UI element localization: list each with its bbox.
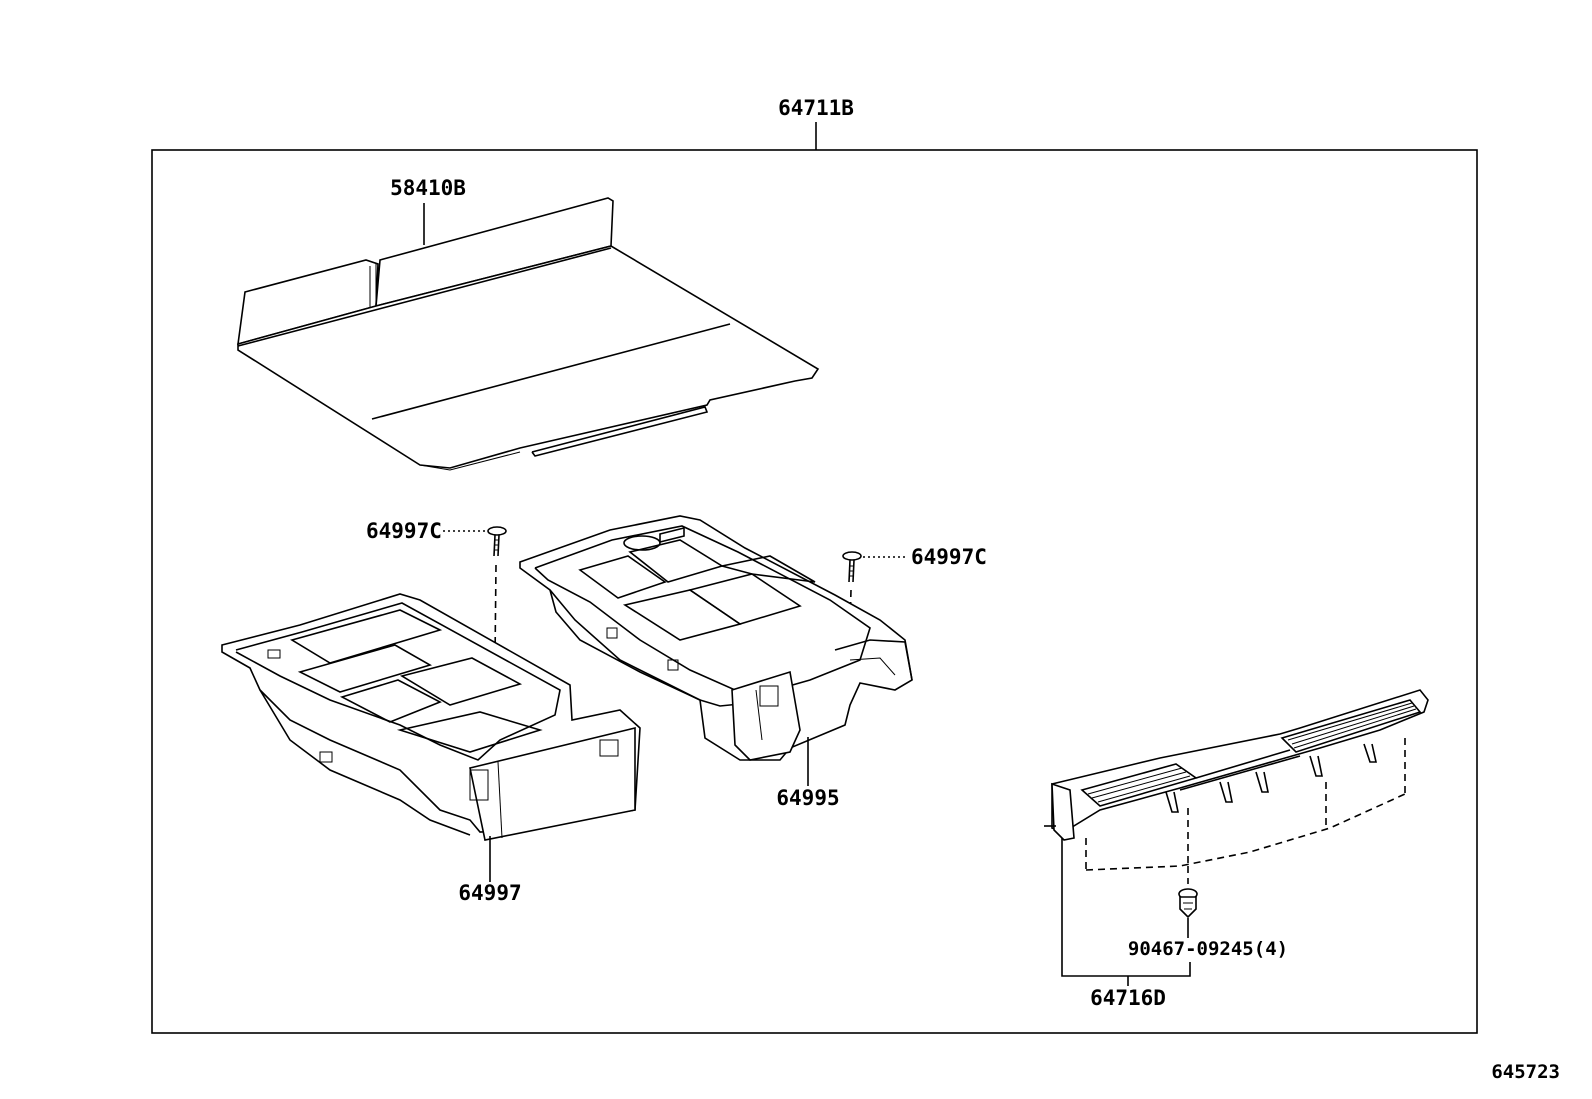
label-clip-right: 64997C xyxy=(911,545,987,569)
label-box-rear: 64995 xyxy=(776,786,839,810)
clip-left-drawing xyxy=(487,526,507,557)
label-clip-fastener: 90467-09245(4) xyxy=(1128,938,1288,960)
leader-scuff-plate xyxy=(1061,838,1191,977)
label-cover: 58410B xyxy=(390,176,466,200)
clip-right-drawing xyxy=(842,551,862,583)
label-clip-left: 64997C xyxy=(366,519,442,543)
label-box-front: 64997 xyxy=(458,881,521,905)
assembly-frame xyxy=(151,149,1478,1034)
rear-box-drawing xyxy=(519,515,913,761)
deck-board-drawing xyxy=(237,197,820,471)
label-scuff-plate: 64716D xyxy=(1090,986,1166,1010)
drawing-number: 645723 xyxy=(1491,1061,1560,1083)
front-box-drawing xyxy=(221,593,641,841)
label-assembly: 64711B xyxy=(778,96,854,120)
scuff-dash-curve xyxy=(1085,793,1406,871)
fastener-clip-drawing xyxy=(1178,888,1198,919)
scuff-plate-drawing xyxy=(1044,689,1429,841)
